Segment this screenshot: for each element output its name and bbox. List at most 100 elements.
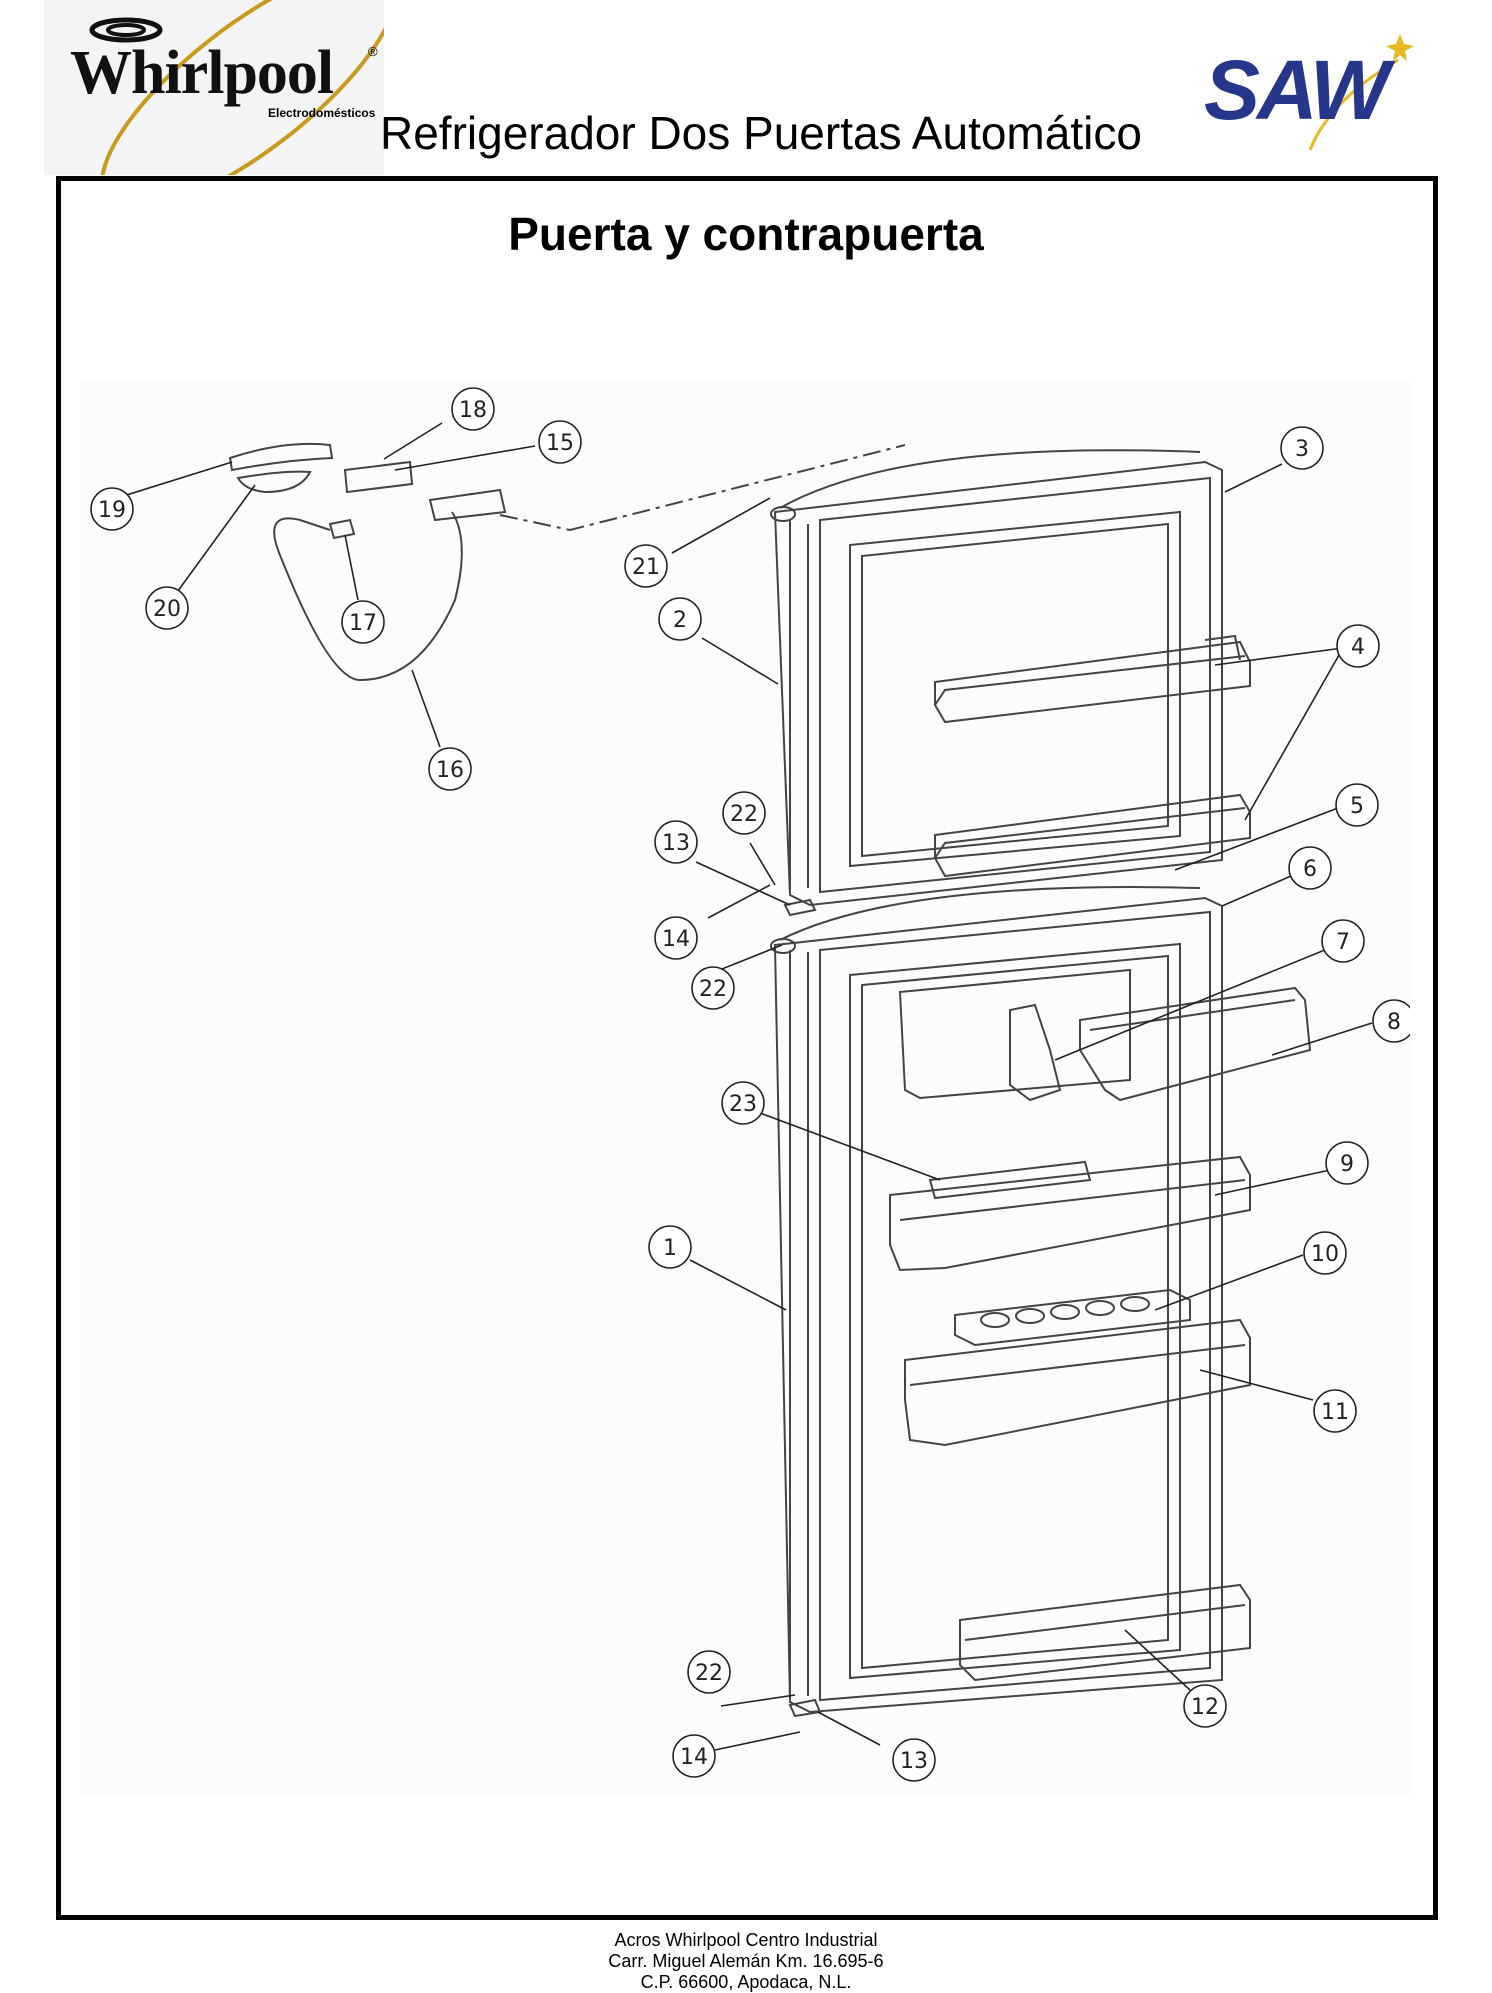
whirlpool-logo <box>44 0 384 175</box>
part-callout-9: 9 <box>1325 1141 1369 1185</box>
part-callout-5: 5 <box>1335 783 1379 827</box>
callout-circle <box>1303 1231 1347 1275</box>
callout-number: 23 <box>729 1092 757 1117</box>
callout-circle <box>1372 999 1410 1043</box>
callout-circle <box>648 1225 692 1269</box>
part-callout-18: 18 <box>451 387 495 431</box>
callout-number: 16 <box>436 758 464 783</box>
leader-lines <box>116 422 1373 1751</box>
lower-hinge <box>788 1698 822 1718</box>
part-callout-22: 22 <box>722 791 766 835</box>
callout-circle <box>721 1081 765 1125</box>
bottom-shelf <box>959 1583 1251 1682</box>
part-callout-4: 4 <box>1336 624 1380 668</box>
part-callout-14: 14 <box>654 916 698 960</box>
part-callout-22: 22 <box>691 966 735 1010</box>
callout-circle <box>722 791 766 835</box>
upper-shelf-top <box>934 634 1251 724</box>
part-callout-23: 23 <box>721 1081 765 1125</box>
callout-number: 11 <box>1321 1400 1349 1425</box>
footer-postal: C.P. 66600, Apodaca, N.L. <box>640 1972 852 1992</box>
callout-number: 10 <box>1311 1242 1339 1267</box>
callout-circle <box>145 586 189 630</box>
callout-circle <box>90 487 134 531</box>
callout-number: 21 <box>632 555 660 580</box>
callout-circle <box>341 600 385 644</box>
whirlpool-wordmark: Whirlpool <box>70 39 334 107</box>
part-callout-21: 21 <box>624 544 668 588</box>
part-callout-16: 16 <box>428 747 472 791</box>
footer-company: Acros Whirlpool Centro Industrial <box>614 1930 878 1950</box>
callout-circle <box>672 1734 716 1778</box>
callout-circle <box>1313 1389 1357 1433</box>
page-footer: Acros Whirlpool Centro Industrial Carr. … <box>0 1930 1492 1993</box>
alignment-line <box>499 444 906 532</box>
part-callout-14: 14 <box>672 1734 716 1778</box>
whirlpool-subtitle: Electrodomésticos <box>268 106 376 120</box>
callout-layer: 1234567891011121313141415161718192021222… <box>90 387 1410 1782</box>
callout-number: 9 <box>1340 1152 1354 1177</box>
callout-number: 5 <box>1350 794 1364 819</box>
callout-circle <box>1321 919 1365 963</box>
callout-circle <box>1335 783 1379 827</box>
callout-number: 13 <box>662 831 690 856</box>
light-assembly <box>228 442 507 682</box>
callout-number: 22 <box>730 802 758 827</box>
page-header: Whirlpool ® Electrodomésticos Refrigerad… <box>0 0 1492 175</box>
callout-circle <box>654 916 698 960</box>
callout-circle <box>892 1738 936 1782</box>
callout-number: 22 <box>699 977 727 1002</box>
upper-hinge <box>783 898 817 917</box>
part-callout-6: 6 <box>1288 846 1332 890</box>
document-title: Refrigerador Dos Puertas Automático <box>380 107 1142 159</box>
callout-number: 14 <box>662 927 690 952</box>
part-callout-3: 3 <box>1280 426 1324 470</box>
callout-circle <box>428 747 472 791</box>
part-callout-20: 20 <box>145 586 189 630</box>
part-callout-22: 22 <box>687 1650 731 1694</box>
saw-wordmark: SAW <box>1204 43 1389 137</box>
callout-number: 8 <box>1387 1010 1401 1035</box>
callout-circle <box>624 544 668 588</box>
part-callout-10: 10 <box>1303 1231 1347 1275</box>
part-callout-12: 12 <box>1183 1684 1227 1728</box>
dairy-compartment-recess <box>898 968 1131 1100</box>
callout-circle <box>654 820 698 864</box>
part-callout-13: 13 <box>892 1738 936 1782</box>
upper-door-outline <box>770 449 1223 907</box>
whirlpool-swoosh-icon <box>89 0 384 175</box>
part-callout-19: 19 <box>90 487 134 531</box>
callout-circle <box>1336 624 1380 668</box>
callout-circle <box>451 387 495 431</box>
callout-number: 13 <box>900 1749 928 1774</box>
lower-shelf <box>904 1318 1251 1447</box>
callout-circle <box>658 597 702 641</box>
egg-tray <box>954 1288 1191 1347</box>
callout-number: 22 <box>695 1661 723 1686</box>
callout-number: 3 <box>1295 437 1309 462</box>
upper-shelf-bottom <box>934 793 1251 878</box>
callout-number: 20 <box>153 597 181 622</box>
callout-circle <box>1325 1141 1369 1185</box>
callout-number: 12 <box>1191 1695 1219 1720</box>
part-callout-7: 7 <box>1321 919 1365 963</box>
callout-circle <box>1288 846 1332 890</box>
callout-number: 18 <box>459 398 487 423</box>
callout-circle <box>1280 426 1324 470</box>
callout-number: 4 <box>1351 635 1365 660</box>
registered-mark: ® <box>368 44 378 59</box>
callout-number: 2 <box>673 608 687 633</box>
callout-number: 14 <box>680 1745 708 1770</box>
callout-number: 15 <box>546 431 574 456</box>
saw-star-icon <box>1308 34 1414 151</box>
part-callout-15: 15 <box>538 420 582 464</box>
middle-shelf <box>889 1155 1251 1272</box>
part-callout-11: 11 <box>1313 1389 1357 1433</box>
dairy-cover <box>1009 986 1312 1102</box>
saw-logo <box>1200 20 1450 160</box>
callout-circle <box>687 1650 731 1694</box>
footer-address: Carr. Miguel Alemán Km. 16.695-6 <box>608 1951 884 1971</box>
callout-number: 6 <box>1303 857 1317 882</box>
callout-circle <box>1183 1684 1227 1728</box>
